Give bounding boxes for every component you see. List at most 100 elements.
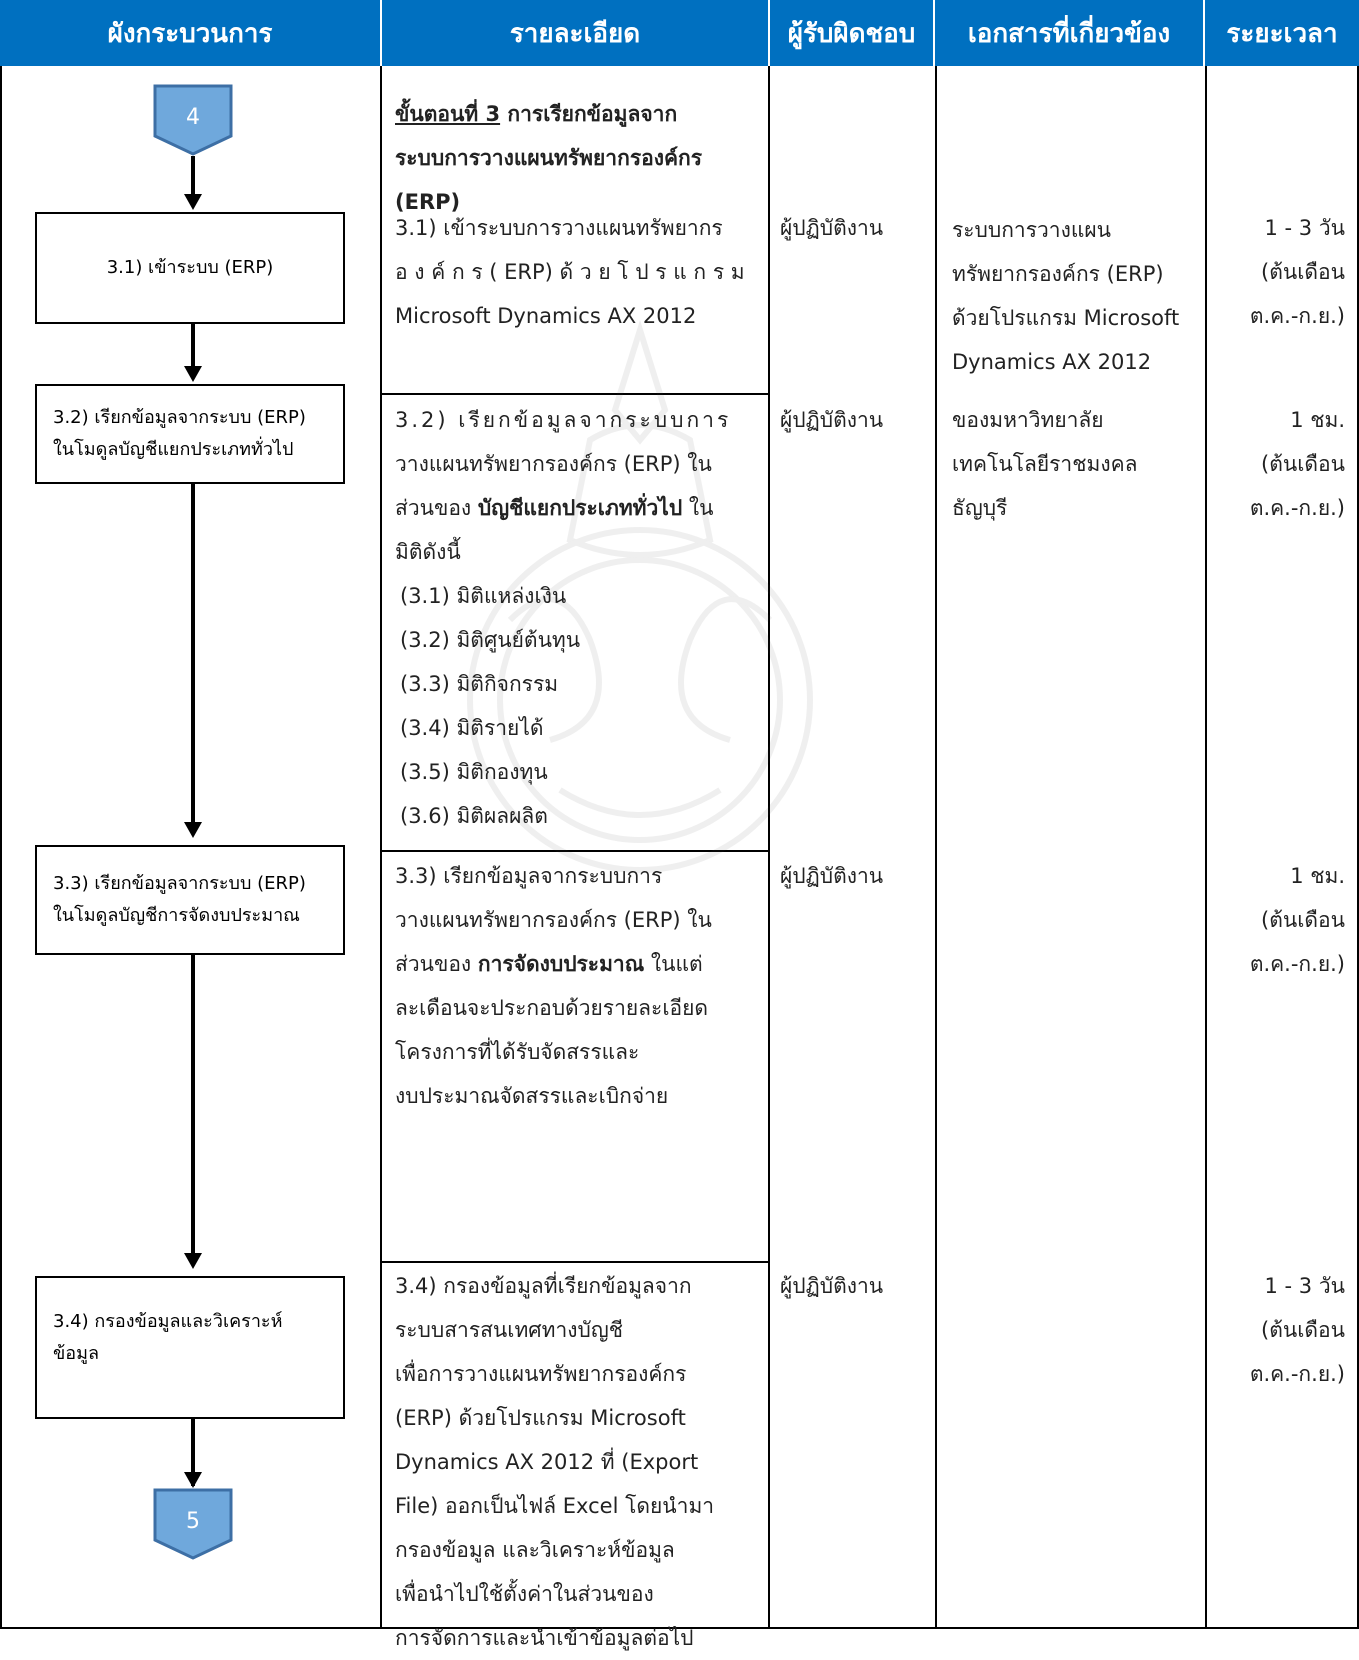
dimension-item: (3.4) มิติรายได้ <box>400 716 544 740</box>
detail-heading-rest: การเรียกข้อมูลจาก <box>500 102 678 126</box>
detail-3-2-line3: ส่วนของ บัญชีแยกประเภททั่วไป ใน <box>395 486 713 530</box>
flow-step-3-2-line1: 3.2) เรียกข้อมูลจากระบบ (ERP) <box>53 407 306 428</box>
flow-step-3-4-line2: ข้อมูล <box>53 1343 100 1364</box>
duration-3-4-line: (ต้นเดือน <box>1261 1318 1345 1342</box>
flow-step-3-1: 3.1) เข้าระบบ (ERP) <box>35 212 345 324</box>
arrow-line-1 <box>191 156 195 196</box>
flow-step-3-2-line2: ในโมดูลบัญชีแยกประเภททั่วไป <box>53 439 294 460</box>
end-connector-label: 5 <box>186 1509 200 1534</box>
detail-3-2-line4: มิติดังนี้ <box>395 540 461 564</box>
header-duration: ระยะเวลา <box>1205 0 1359 66</box>
arrow-line-5 <box>191 1418 195 1486</box>
detail-3-4-line: เพื่อนำไปใช้ตั้งค่าในส่วนของ <box>395 1582 654 1606</box>
duration-3-1-line: ต.ค.-ก.ย.) <box>1249 304 1345 328</box>
frame-bottom <box>0 1627 1359 1629</box>
responsible-3-1: ผู้ปฏิบัติงาน <box>780 216 884 240</box>
document-line: ทรัพยากรองค์กร (ERP) <box>952 262 1164 286</box>
duration-3-3-line: (ต้นเดือน <box>1261 908 1345 932</box>
duration-3-1-line: 1 - 3 วัน <box>1264 216 1345 240</box>
start-connector-label: 4 <box>186 105 200 130</box>
dimension-item: (3.5) มิติกองทุน <box>400 760 548 784</box>
detail-3-3-line1: 3.3) เรียกข้อมูลจากระบบการ <box>395 864 663 888</box>
flow-step-3-1-label: 3.1) เข้าระบบ (ERP) <box>106 257 274 278</box>
detail-3-3-line3: ส่วนของ การจัดงบประมาณ ในแต่ <box>395 942 703 986</box>
detail-heading-line2: ระบบการวางแผนทรัพยากรองค์กร <box>395 146 703 170</box>
detail-3-3-line4: ละเดือนจะประกอบด้วยรายละเอียด <box>395 996 709 1020</box>
dimension-item: (3.6) มิติผลผลิต <box>400 804 548 828</box>
duration-3-2-line: (ต้นเดือน <box>1261 452 1345 476</box>
flow-step-3-2: 3.2) เรียกข้อมูลจากระบบ (ERP) ในโมดูลบัญ… <box>35 384 345 484</box>
detail-3-4-line: ระบบสารสนเทศทางบัญชี <box>395 1318 623 1342</box>
detail-3-2-line1: 3.2) เรียกข้อมูลจากระบบการ <box>395 408 732 432</box>
row-divider-1 <box>380 393 770 395</box>
frame-right <box>1357 66 1359 1629</box>
detail-3-2-line2: วางแผนทรัพยากรองค์กร (ERP) ใน <box>395 452 712 476</box>
header-details: รายละเอียด <box>382 0 770 66</box>
detail-3-3-line2: วางแผนทรัพยากรองค์กร (ERP) ใน <box>395 908 712 932</box>
flow-step-3-4-line1: 3.4) กรองข้อมูลและวิเคราะห์ <box>53 1311 283 1332</box>
end-connector: 5 <box>153 1488 233 1560</box>
flow-step-3-4: 3.4) กรองข้อมูลและวิเคราะห์ ข้อมูล <box>35 1276 345 1419</box>
header-documents: เอกสารที่เกี่ยวข้อง <box>935 0 1205 66</box>
flow-step-3-3-line2: ในโมดูลบัญชีการจัดงบประมาณ <box>53 905 300 926</box>
flow-step-3-3: 3.3) เรียกข้อมูลจากระบบ (ERP) ในโมดูลบัญ… <box>35 845 345 955</box>
header-flowchart: ผังกระบวนการ <box>0 0 382 66</box>
detail-3-4-line: การจัดการและนำเข้าข้อมูลต่อไป <box>395 1626 694 1650</box>
dimension-item: (3.3) มิติกิจกรรม <box>400 672 559 696</box>
detail-3-2-line3-bold: บัญชีแยกประเภททั่วไป <box>477 496 683 520</box>
row-divider-3 <box>380 1261 770 1263</box>
responsible-3-4: ผู้ปฏิบัติงาน <box>780 1274 884 1298</box>
start-connector: 4 <box>153 84 233 156</box>
document-line: ของมหาวิทยาลัย <box>952 408 1104 432</box>
detail-3-1-line1: 3.1) เข้าระบบการวางแผนทรัพยากร <box>395 216 723 240</box>
arrow-head-3 <box>184 822 202 838</box>
detail-3-4-line: (ERP) ด้วยโปรแกรม Microsoft <box>395 1406 686 1430</box>
arrow-line-2 <box>191 323 195 366</box>
duration-3-3-line: 1 ชม. <box>1290 864 1345 888</box>
detail-heading-step: ขั้นตอนที่ 3 <box>395 102 501 126</box>
document-line: เทคโนโลยีราชมงคล <box>952 452 1138 476</box>
arrow-head-5 <box>184 1472 202 1488</box>
detail-3-1-line2: อ ง ค์ ก ร ( ERP) ด้ ว ย โ ป ร แ ก ร ม <box>395 260 745 284</box>
arrow-line-3 <box>191 483 195 824</box>
document-line: ด้วยโปรแกรม Microsoft <box>952 306 1180 330</box>
document-line: Dynamics AX 2012 <box>952 350 1152 374</box>
detail-3-2-line3-pre: ส่วนของ <box>395 496 478 520</box>
frame-divider-2 <box>768 66 770 1629</box>
detail-3-3-line5: โครงการที่ได้รับจัดสรรและ <box>395 1040 640 1064</box>
frame-left <box>0 66 2 1629</box>
duration-3-4-line: ต.ค.-ก.ย.) <box>1249 1362 1345 1386</box>
detail-3-4-line: File) ออกเป็นไฟล์ Excel โดยนำมา <box>395 1494 715 1518</box>
detail-3-2-line3-post: ใน <box>682 496 714 520</box>
university-seal-watermark-icon <box>467 320 813 873</box>
detail-3-4-line: เพื่อการวางแผนทรัพยากรองค์กร <box>395 1362 687 1386</box>
duration-3-2-line: ต.ค.-ก.ย.) <box>1249 496 1345 520</box>
duration-3-1-line: (ต้นเดือน <box>1261 260 1345 284</box>
detail-3-3-line6: งบประมาณจัดสรรและเบิกจ่าย <box>395 1084 669 1108</box>
detail-3-1-line3: Microsoft Dynamics AX 2012 <box>395 304 697 328</box>
frame-divider-3 <box>935 66 937 1629</box>
duration-3-3-line: ต.ค.-ก.ย.) <box>1249 952 1345 976</box>
detail-3-4-line: กรองข้อมูล และวิเคราะห์ข้อมูล <box>395 1538 675 1562</box>
arrow-head-2 <box>184 366 202 382</box>
frame-divider-1 <box>380 66 382 1629</box>
duration-3-2-line: 1 ชม. <box>1290 408 1345 432</box>
detail-3-4-line: 3.4) กรองข้อมูลที่เรียกข้อมูลจาก <box>395 1274 692 1298</box>
responsible-3-3: ผู้ปฏิบัติงาน <box>780 864 884 888</box>
arrow-head-4 <box>184 1253 202 1269</box>
detail-heading: ขั้นตอนที่ 3 การเรียกข้อมูลจาก <box>395 92 677 136</box>
detail-3-4-line: Dynamics AX 2012 ที่ (Export <box>395 1450 699 1474</box>
detail-3-3-line3-post: ในแต่ <box>644 952 703 976</box>
detail-3-3-line3-pre: ส่วนของ <box>395 952 478 976</box>
document-line: ระบบการวางแผน <box>952 218 1112 242</box>
header-responsible: ผู้รับผิดชอบ <box>770 0 935 66</box>
arrow-head-1 <box>184 194 202 210</box>
detail-heading-line3: (ERP) <box>395 190 461 214</box>
flow-step-3-3-line1: 3.3) เรียกข้อมูลจากระบบ (ERP) <box>53 873 306 894</box>
detail-3-3-line3-bold: การจัดงบประมาณ <box>477 952 645 976</box>
responsible-3-2: ผู้ปฏิบัติงาน <box>780 408 884 432</box>
frame-divider-4 <box>1205 66 1207 1629</box>
duration-3-4-line: 1 - 3 วัน <box>1264 1274 1345 1298</box>
arrow-line-4 <box>191 954 195 1255</box>
